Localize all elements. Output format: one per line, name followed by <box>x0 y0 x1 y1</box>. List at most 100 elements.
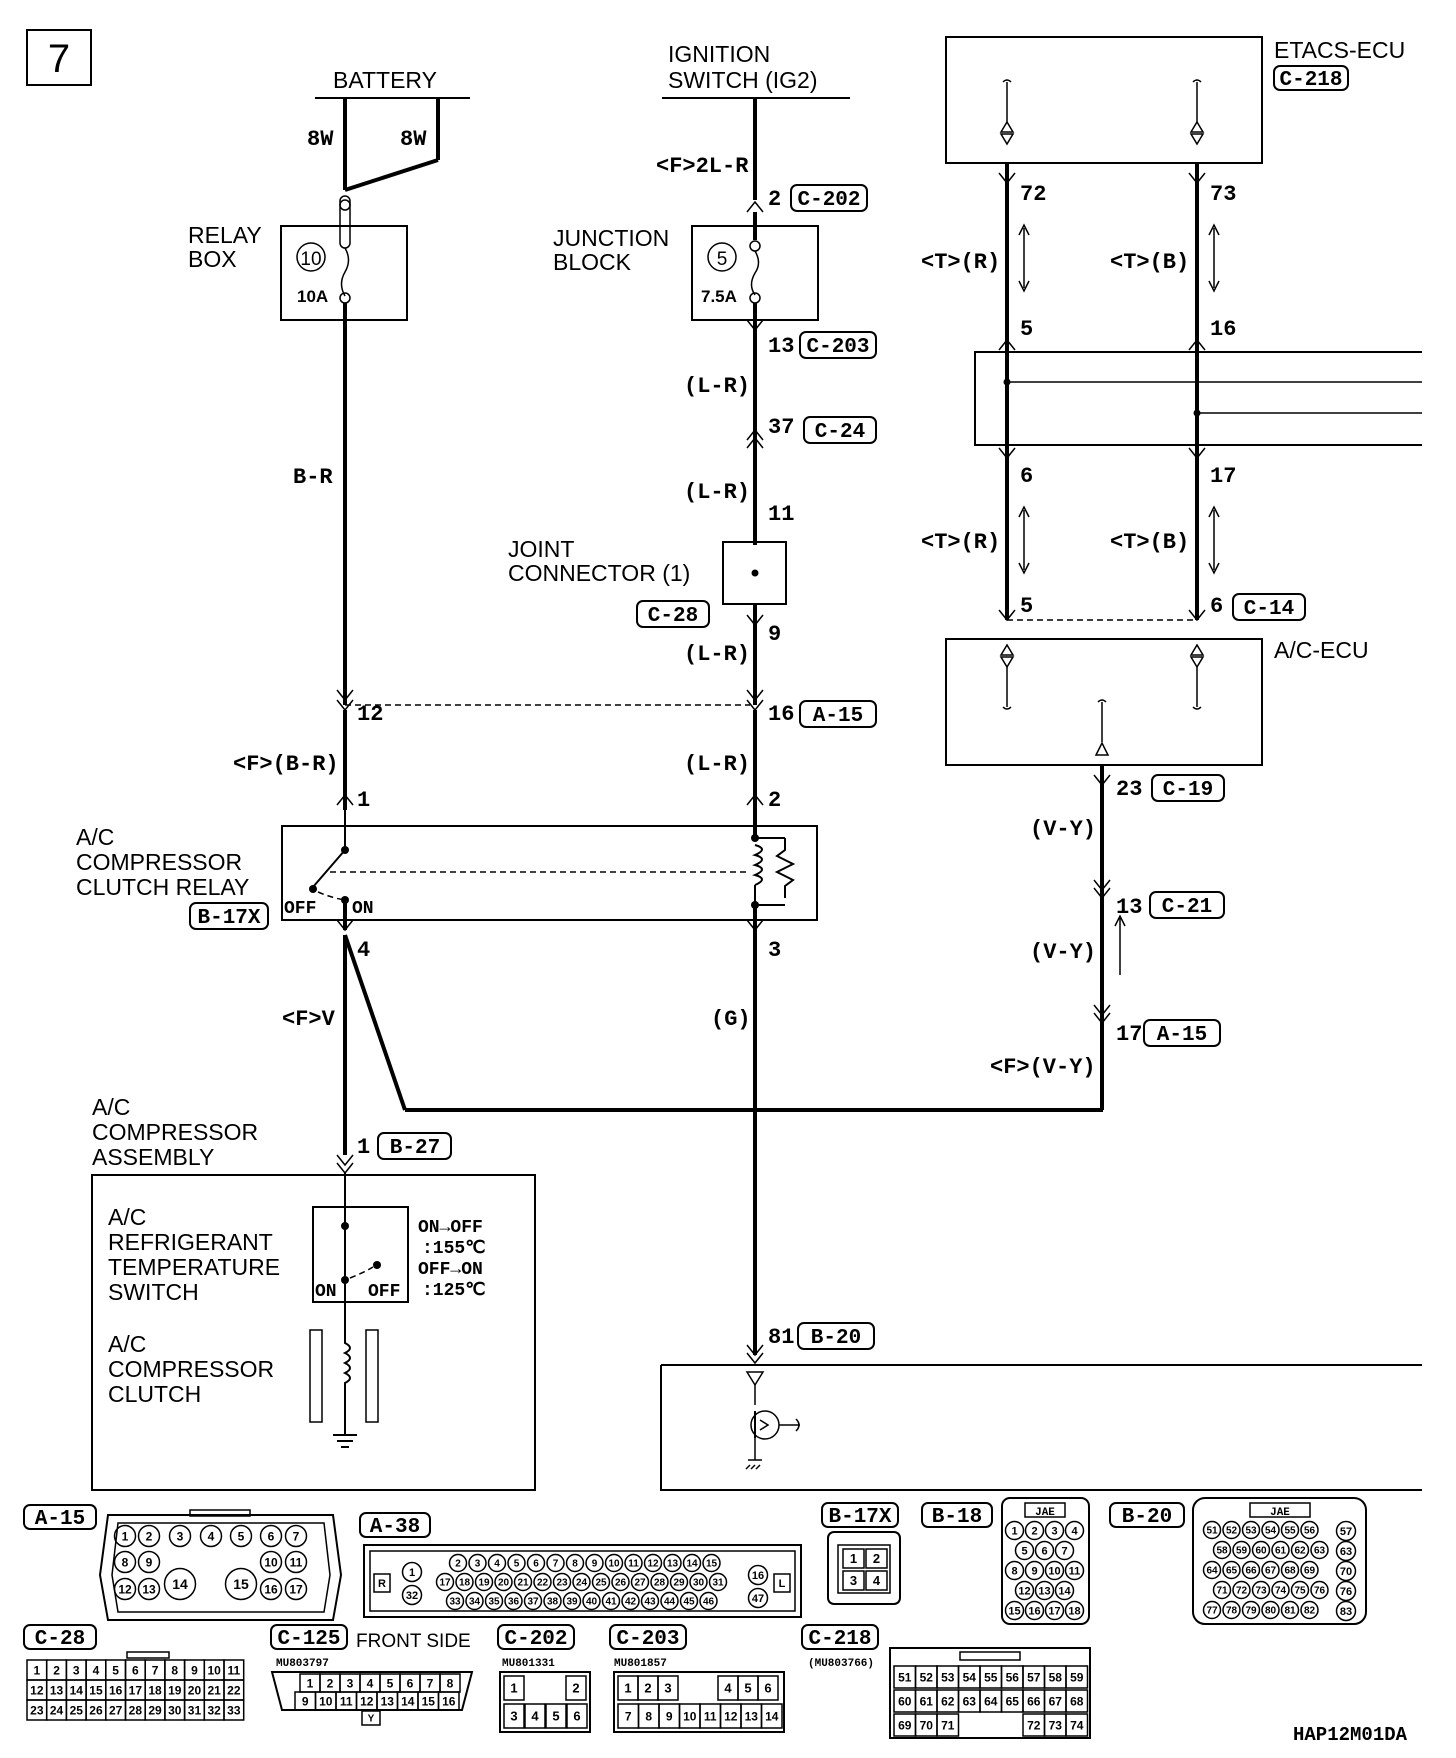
connector-face-c28 <box>126 1651 170 1659</box>
connector-pin-number: 83 <box>1340 1606 1352 1618</box>
connector-b27-tag: B-27 <box>390 1137 440 1160</box>
connector-pin-outline <box>533 1572 552 1592</box>
connector-pin-number: 45 <box>683 1597 695 1608</box>
connector-pin-outline <box>259 1524 283 1548</box>
connector-pin-number: 1 <box>510 1681 517 1696</box>
connector-pin-number: 56 <box>1006 1670 1020 1684</box>
connector-pin-number: 55 <box>984 1670 998 1684</box>
connector-pin-outline <box>1232 1580 1251 1600</box>
connector-pin-number: 5 <box>552 1709 559 1724</box>
connector-pin-outline <box>1202 1520 1222 1540</box>
connector-pin-outline <box>484 1591 504 1611</box>
connector-pin-number: 2 <box>53 1663 60 1677</box>
connector-pin-outline <box>1222 1520 1241 1540</box>
pin-17-a15: 17 <box>1116 1022 1142 1047</box>
connector-pin-number: 55 <box>1284 1526 1296 1537</box>
connector-pin-number: 64 <box>1206 1566 1218 1577</box>
connector-pin-number: 35 <box>488 1597 500 1608</box>
connector-pin-outline <box>1034 1580 1055 1601</box>
pin-1-relay: 1 <box>357 788 370 813</box>
connector-pin-number: 6 <box>268 1529 275 1543</box>
connector-pin-number: 20 <box>188 1683 202 1697</box>
connector-pin-outline <box>611 1572 630 1592</box>
connector-pin-number: 16 <box>109 1683 123 1697</box>
connector-pin-number: 1 <box>409 1567 415 1579</box>
connector-pin-outline <box>229 1524 253 1548</box>
connector-pin-outline <box>1044 1600 1065 1621</box>
connector-pin-number: 5 <box>1021 1545 1027 1557</box>
connector-pin-number: 58 <box>1049 1670 1063 1684</box>
connector-pin-outline <box>259 1550 283 1574</box>
connector-pin-outline <box>1310 1540 1329 1560</box>
legend-c28-tag: C-28 <box>35 1628 85 1651</box>
connector-pin-number: 14 <box>1058 1585 1071 1597</box>
connector-pin-number: Y <box>368 1714 375 1725</box>
connector-pin-number: 7 <box>1061 1545 1067 1557</box>
connector-pin-number: 17 <box>439 1578 451 1589</box>
pin-6-c14: 6 <box>1210 594 1223 619</box>
connector-pin-outline <box>507 1553 526 1573</box>
wire-f-b-r: <F>(B-R) <box>233 752 339 777</box>
connector-pin-number: 12 <box>360 1694 374 1708</box>
connector-pin-number: 26 <box>89 1703 103 1717</box>
connector-pin-outline <box>682 1553 702 1573</box>
connector-pin-number: 36 <box>508 1597 520 1608</box>
connector-pin-number: 21 <box>517 1578 529 1589</box>
connector-pin-outline <box>591 1572 611 1592</box>
connector-pin-number: 8 <box>171 1663 178 1677</box>
connector-pin-number: 66 <box>1245 1566 1257 1577</box>
connector-pin-outline <box>643 1553 663 1573</box>
connector-pin-number: 1 <box>850 1551 857 1566</box>
wire-f-v-y: <F>(V-Y) <box>990 1055 1096 1080</box>
connector-pin-number: 79 <box>1245 1606 1257 1617</box>
wire-g: (G) <box>711 1007 751 1032</box>
connector-pin-number: 4 <box>367 1676 374 1690</box>
connector-pin-outline <box>1054 1580 1075 1601</box>
connector-pin-number: 21 <box>207 1683 221 1697</box>
connector-pin-number: 12 <box>30 1683 44 1697</box>
connector-pin-number: 65 <box>1006 1694 1020 1708</box>
connector-pin-outline <box>1241 1560 1261 1580</box>
connector-pin-number: 15 <box>422 1694 436 1708</box>
connector-pin-number: 4 <box>494 1559 500 1570</box>
connector-pin-number: 52 <box>1226 1526 1238 1537</box>
connector-pin-outline <box>640 1591 660 1611</box>
connector-pin-outline <box>1024 1520 1045 1541</box>
connector-c24-tag: C-24 <box>815 421 865 444</box>
connector-pin-number: 3 <box>347 1676 354 1690</box>
connector-pin-number: 15 <box>1008 1605 1020 1617</box>
connector-c202-tag: C-202 <box>797 189 860 212</box>
connector-pin-number: 10 <box>608 1559 620 1570</box>
connector-pin-outline <box>1232 1540 1251 1560</box>
connector-pin-outline <box>1202 1600 1222 1620</box>
connector-pin-number: 13 <box>667 1559 679 1570</box>
connector-pin-outline <box>494 1572 513 1592</box>
etacs-ecu-label: ETACS-ECU <box>1274 37 1405 63</box>
connector-pin-number: 69 <box>1304 1566 1316 1577</box>
c203-part-number: MU801857 <box>614 1658 667 1670</box>
drawing-code: HAP12M01DA <box>1293 1724 1408 1746</box>
connector-pin-number: 13 <box>1038 1585 1050 1597</box>
connector-pin-outline <box>757 1675 779 1701</box>
connector-pin-number: 22 <box>227 1683 241 1697</box>
pin-1-compressor: 1 <box>357 1135 370 1160</box>
connector-pin-outline <box>747 1587 769 1609</box>
wire-f-2l-r: <F>2L-R <box>656 154 749 179</box>
connector-pin-number: 1 <box>307 1676 314 1690</box>
connector-pin-number: 7 <box>625 1709 632 1723</box>
connector-pin-outline <box>630 1572 650 1592</box>
compressor-relay-box <box>281 825 818 921</box>
connector-pin-number: 7 <box>152 1663 159 1677</box>
connector-pin-number: 28 <box>129 1703 143 1717</box>
connector-pin-outline <box>1004 1560 1025 1581</box>
connector-pin-number: 30 <box>693 1578 705 1589</box>
connector-pin-number: 2 <box>327 1676 334 1690</box>
connector-c218-tag: C-218 <box>1279 69 1342 92</box>
connector-pin-number: 59 <box>1236 1546 1248 1557</box>
wire-t-b-2: <T>(B) <box>1110 530 1189 555</box>
connector-pin-number: 60 <box>898 1694 912 1708</box>
connector-pin-outline <box>699 1591 718 1611</box>
legend-c125-tag: C-125 <box>277 1628 340 1651</box>
connector-pin-outline <box>1014 1540 1035 1561</box>
